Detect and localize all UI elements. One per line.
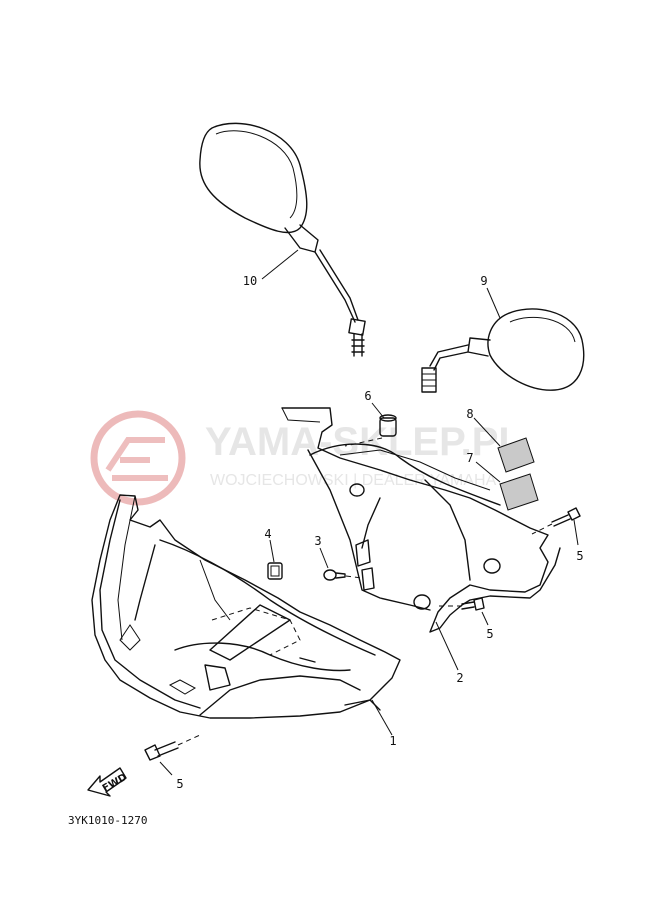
callout-5-upper: 5 <box>576 549 583 563</box>
callout-8: 8 <box>466 407 473 421</box>
mirror-right-part-9 <box>421 308 585 393</box>
sticker-part-7 <box>499 473 539 511</box>
callout-5-lower: 5 <box>176 777 183 791</box>
front-cover-part-1 <box>91 494 401 719</box>
bolt-part-5-lower <box>144 741 179 761</box>
callout-9: 9 <box>480 274 487 288</box>
callout-10: 10 <box>243 274 257 288</box>
nut-part-4 <box>267 562 283 580</box>
mirror-left-part-10 <box>199 122 366 357</box>
bolt-part-5-middle <box>461 597 485 611</box>
screw-part-3 <box>323 569 346 581</box>
callout-7: 7 <box>466 451 473 465</box>
bolt-part-5-upper <box>551 507 581 527</box>
callout-5-middle: 5 <box>486 627 493 641</box>
grommet-part-6 <box>379 414 397 437</box>
handlebar-cover-inner-part-2 <box>281 407 561 633</box>
callout-3: 3 <box>314 534 321 548</box>
fwd-label: FWD <box>101 772 129 795</box>
callout-4: 4 <box>264 527 271 541</box>
watermark-logo <box>90 410 186 506</box>
sticker-part-8 <box>497 437 535 473</box>
callout-2: 2 <box>456 671 463 685</box>
diagram-code: 3YK1010-1270 <box>68 814 147 827</box>
callout-6: 6 <box>364 389 371 403</box>
forward-direction-arrow-icon: FWD <box>87 767 129 797</box>
callout-1: 1 <box>389 734 396 748</box>
